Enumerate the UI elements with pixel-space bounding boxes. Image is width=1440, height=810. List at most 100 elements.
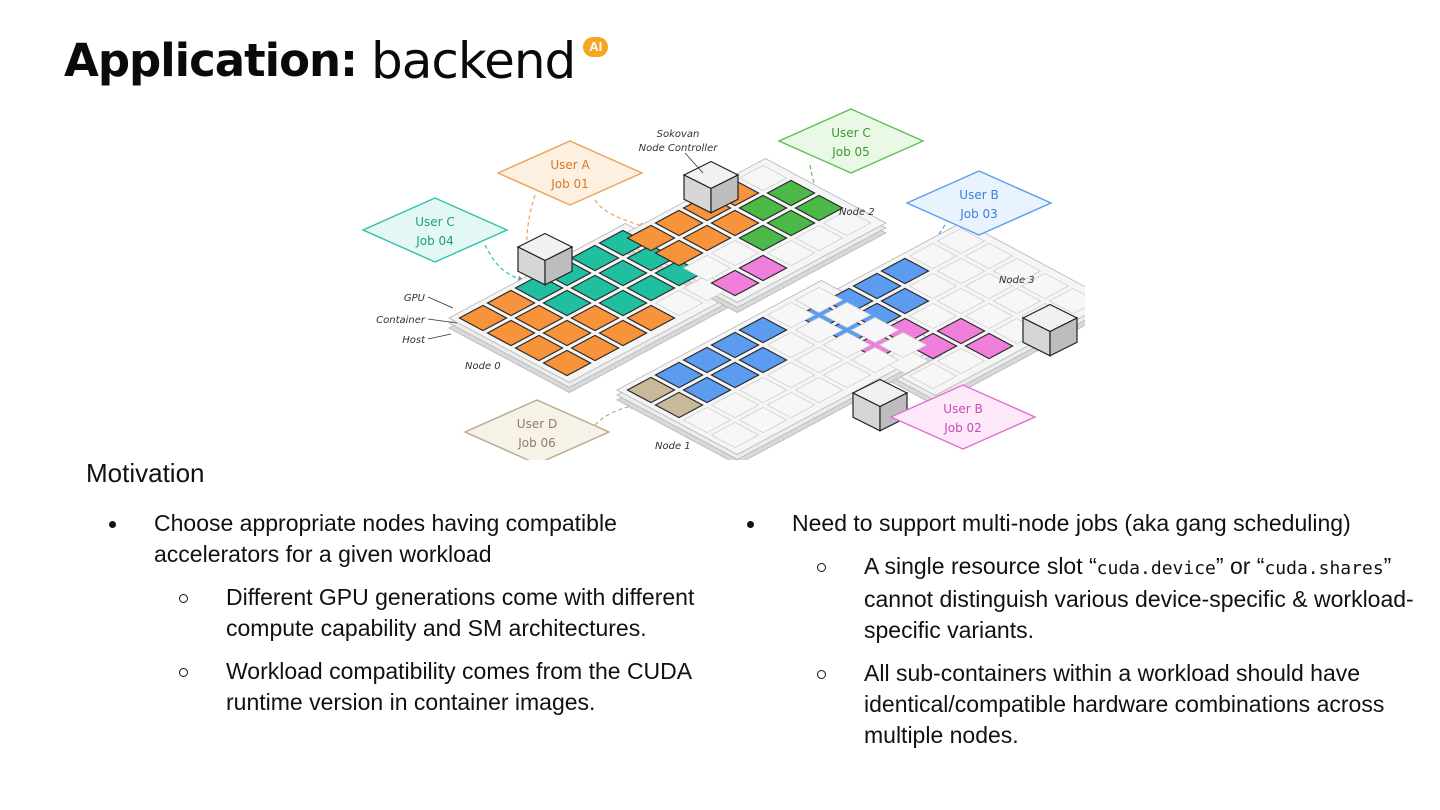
gpu-cell-empty (850, 346, 900, 374)
gpu-cell-green (794, 194, 844, 222)
job-diamond (905, 170, 1053, 236)
job-diamond (496, 140, 644, 206)
bullet-compatible-nodes: Choose appropriate nodes having compatib… (106, 508, 716, 570)
job-user-label: User A (550, 158, 590, 172)
gpu-cell-empty (908, 302, 958, 330)
node-label: Node 0 (465, 361, 501, 372)
text-segment: ” or “ (1215, 553, 1265, 579)
job-connector (484, 244, 524, 282)
gpu-cell-empty (936, 257, 986, 285)
gpu-cell-pink (936, 317, 986, 345)
gpu-cell-orange (486, 289, 536, 317)
controller-cube-right (710, 174, 739, 214)
gpu-cell-teal (626, 274, 676, 302)
gpu-cell-teal (598, 289, 648, 317)
gpu-cell-empty (766, 331, 816, 359)
legend-leader (427, 333, 452, 340)
sub-bullet-gpu-generations: Different GPU generations come with diff… (106, 582, 716, 644)
gpu-cell-pink (710, 269, 760, 297)
job-id-label: Job 03 (959, 207, 998, 221)
gpu-cell-empty (738, 406, 788, 434)
legend-label: GPU (404, 293, 426, 304)
gpu-cell-orange (458, 304, 508, 332)
gpu-cell-empty (936, 287, 986, 315)
job-user-label: User B (943, 402, 982, 416)
legend-label: Host (402, 335, 426, 346)
gpu-cell-empty (710, 391, 760, 419)
code-cuda-shares: cuda.shares (1264, 558, 1384, 579)
gpu-cell-empty (710, 239, 760, 267)
gpu-cell-empty (822, 209, 872, 237)
sub-bullet-resource-slot: A single resource slot “cuda.device” or … (744, 551, 1424, 646)
title-prefix: Application: (64, 34, 358, 87)
gpu-cell-orange (626, 304, 676, 332)
gpu-cell-orange (570, 334, 620, 362)
motivation-heading: Motivation (86, 458, 205, 488)
gpu-cell-empty (936, 227, 986, 255)
gpu-cell-orange (486, 319, 536, 347)
job-diamond (889, 384, 1037, 450)
gpu-cell-green (738, 194, 788, 222)
gpu-cell-empty (738, 164, 788, 192)
gpu-cell-tan (626, 376, 676, 404)
gpu-cell-blue (738, 346, 788, 374)
gpu-cell-empty (878, 331, 928, 359)
gpu-cell-empty (794, 224, 844, 252)
gpu-cell-empty (766, 361, 816, 389)
job-user-label: User D (517, 417, 557, 431)
node-controllers (516, 160, 1079, 432)
gpu-cell-tan (654, 391, 704, 419)
code-cuda-device: cuda.device (1096, 558, 1216, 579)
gpu-cell-green (738, 224, 788, 252)
gpu-cell-orange (570, 304, 620, 332)
gpu-cell-empty (964, 272, 1014, 300)
gpu-cell-blue (710, 361, 760, 389)
right-column: Need to support multi-node jobs (aka gan… (744, 508, 1424, 763)
gpu-cell-empty (822, 301, 872, 329)
job-diamond (361, 197, 509, 263)
gpu-cell-orange (514, 304, 564, 332)
legend-label: Container (376, 315, 426, 326)
gpu-cell-empty (1048, 287, 1085, 315)
gpu-cell-teal (570, 244, 620, 272)
gpu-cell-orange (654, 239, 704, 267)
gpu-cell-empty (850, 316, 900, 344)
gpu-cell-empty (794, 376, 844, 404)
job-user-label: User C (831, 126, 871, 140)
gpu-cell-empty (964, 302, 1014, 330)
gpu-cell-orange (710, 209, 760, 237)
gpu-cell-empty (766, 239, 816, 267)
gpu-cell-empty (794, 286, 844, 314)
text-segment: A single resource slot “ (864, 553, 1097, 579)
gpu-cell-empty (682, 254, 732, 282)
job-connector (594, 403, 636, 426)
gpu-cell-pink (964, 332, 1014, 360)
gpu-cell-blue (682, 346, 732, 374)
node-label: Node 2 (839, 207, 875, 218)
gpu-cell-empty (822, 361, 872, 389)
ai-badge: AI (583, 37, 609, 57)
gpu-cell-empty (992, 257, 1042, 285)
job-id-label: Job 06 (517, 436, 556, 450)
gpu-cell-teal (514, 274, 564, 302)
job-connector (902, 224, 946, 274)
job-user-label: User C (415, 215, 455, 229)
job-id-label: Job 05 (831, 145, 870, 159)
gpu-cell-empty (992, 287, 1042, 315)
gpu-cell-empty (654, 289, 704, 317)
gpu-cell-empty (908, 242, 958, 270)
brand-logo: backend (371, 32, 576, 90)
node-label: Node 1 (655, 441, 691, 452)
gpu-cell-orange (514, 334, 564, 362)
gpu-cell-empty (794, 316, 844, 344)
gpu-cell-pink (908, 332, 958, 360)
job-id-label: Job 02 (943, 421, 982, 435)
controller-label: Node Controller (639, 143, 719, 154)
gpu-cell-empty (738, 376, 788, 404)
legend-leader (427, 318, 458, 324)
gpu-cell-orange (682, 224, 732, 252)
gpu-cell-orange (654, 209, 704, 237)
gpu-cell-empty (936, 347, 986, 375)
